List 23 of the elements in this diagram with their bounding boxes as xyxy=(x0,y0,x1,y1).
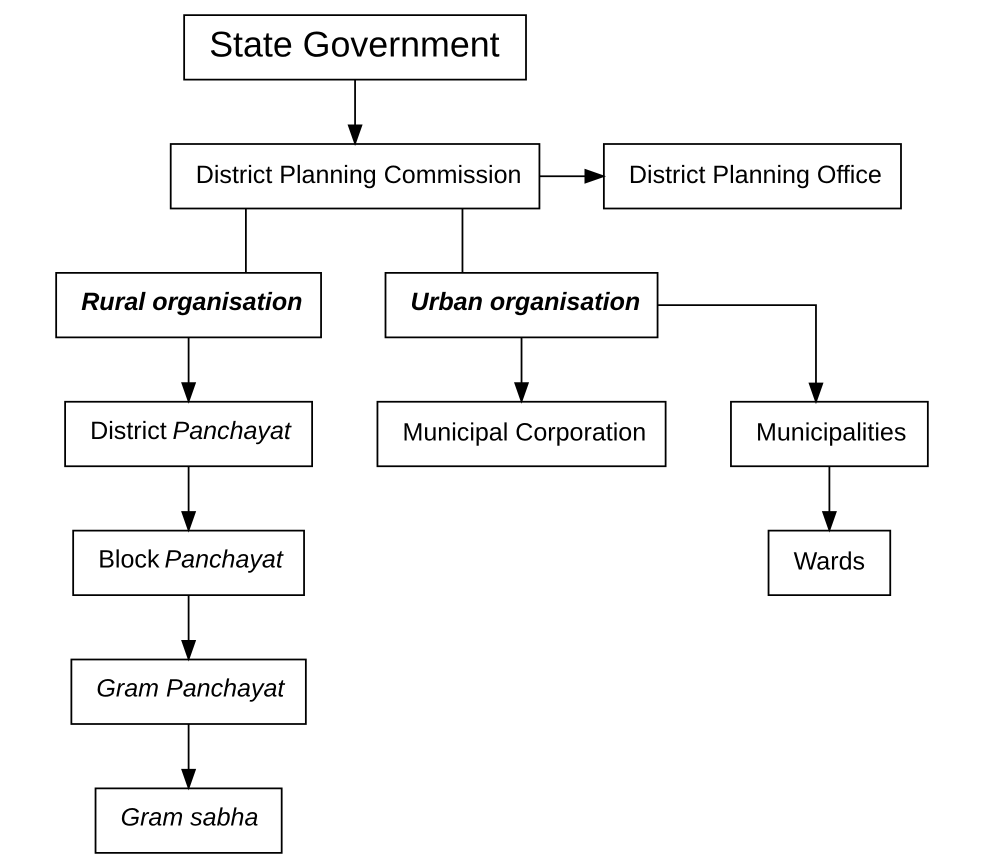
arrow xyxy=(540,168,606,184)
node-box: Urban organisation xyxy=(384,272,658,338)
arrow xyxy=(181,595,196,662)
arrow xyxy=(514,338,530,404)
arrow xyxy=(181,466,196,533)
node-box: District Planning Office xyxy=(602,143,902,210)
node-box: District Panchayat xyxy=(64,400,313,468)
arrow xyxy=(822,466,837,533)
connector xyxy=(462,208,464,272)
arrow xyxy=(658,304,824,404)
node-box: Gram sabha xyxy=(94,788,283,854)
arrow xyxy=(348,80,363,146)
node-box: State Government xyxy=(183,14,527,80)
arrow xyxy=(181,338,196,404)
connector xyxy=(245,208,247,272)
node-box: Wards xyxy=(768,530,892,596)
node-box: Block Panchayat xyxy=(72,530,305,596)
node-box: Rural organisation xyxy=(55,272,322,338)
node-box: Municipalities xyxy=(730,400,929,468)
node-box: District Planning Commission xyxy=(170,143,540,210)
node-box: Municipal Corporation xyxy=(376,400,667,468)
node-box: Gram Panchayat xyxy=(70,658,307,725)
arrow xyxy=(181,724,196,790)
